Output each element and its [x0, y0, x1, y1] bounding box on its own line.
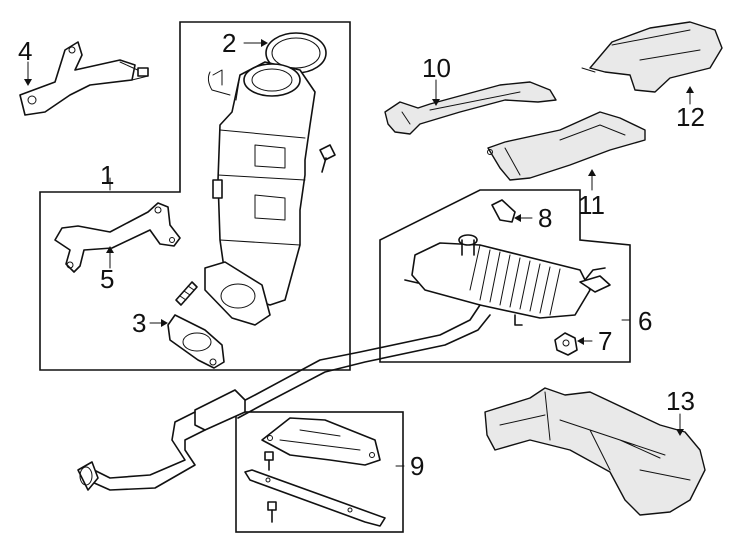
leader-lines	[24, 39, 694, 467]
part-6-muffler	[404, 234, 611, 326]
callout-11: 11	[578, 190, 605, 220]
callout-9: 9	[410, 451, 424, 481]
part-12-heatshield	[581, 21, 723, 93]
callout-12: 12	[676, 102, 705, 132]
callout-4: 4	[18, 36, 32, 66]
part-13-underbody-shield	[484, 387, 706, 516]
callout-13: 13	[666, 386, 695, 416]
stud	[175, 281, 198, 306]
part-4-bracket	[19, 41, 149, 116]
part-10-heatshield	[384, 81, 557, 135]
part-7-isolator	[554, 332, 578, 356]
part-3-gasket	[167, 314, 225, 369]
callout-3: 3	[132, 308, 146, 338]
part-5-bracket	[54, 202, 181, 273]
callout-1: 1	[100, 160, 114, 190]
bolt-9-upper	[264, 451, 274, 471]
group-box-6	[379, 189, 631, 363]
part-9-heatshield	[261, 417, 381, 466]
callout-10: 10	[422, 53, 451, 83]
callout-8: 8	[538, 203, 552, 233]
part-8-hanger	[491, 199, 516, 223]
exhaust-pipe	[77, 304, 491, 491]
callout-7: 7	[598, 326, 612, 356]
bolt-converter	[319, 144, 336, 173]
callout-2: 2	[222, 28, 236, 58]
callout-6: 6	[638, 306, 652, 336]
bolt-9-lower	[267, 501, 277, 523]
part-9-strap	[244, 469, 386, 527]
group-box-9	[235, 411, 404, 533]
group-box-1	[39, 21, 351, 371]
part-11-heatshield	[487, 111, 646, 181]
catalytic-converter	[204, 61, 316, 326]
callout-5: 5	[100, 264, 114, 294]
